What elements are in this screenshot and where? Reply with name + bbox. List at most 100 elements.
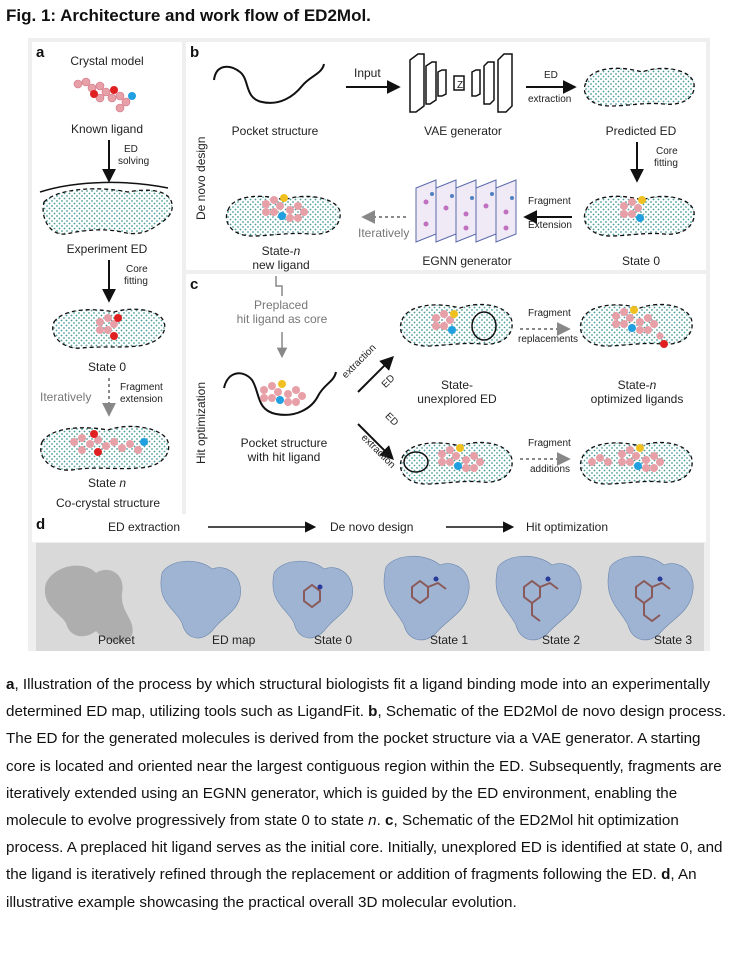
state0-b-blob [583,195,695,237]
arrow-fragment-extension-b [523,210,572,224]
frag-ext-a-label-2: extension [120,394,163,405]
arrow-ed-solving [102,140,116,183]
experiment-ed-label: Experiment ED [66,242,148,256]
panel-a: a Crystal model Known ligand ED solving … [32,42,182,538]
d-image-label-state0: State 0 [314,633,353,647]
unexplored-ed-label-1: State- [440,378,473,392]
pocket-structure-b-label: Pocket structure [231,124,319,138]
state-n-a-label: State n [52,476,162,490]
optimized-prefix: State- [617,378,650,392]
ed-solving-label-1: ED [124,144,138,155]
vae-generator-label: VAE generator [424,124,502,138]
state-n-b-prefix: State- [261,244,294,258]
state-n-b-italic: n [293,244,301,258]
ed-solving-label-2: solving [118,156,150,167]
de-novo-side-label: De novo design [194,136,208,220]
arrow-iterative-b [361,210,406,224]
optimized-ligand-lower-blob [579,441,693,485]
predicted-ed-blob [583,67,695,107]
figure: a Crystal model Known ligand ED solving … [28,38,710,651]
arrow-ed-extraction-b [526,80,577,94]
core-fitting-b-label-2: fitting [654,158,678,169]
known-ligand-molecule [73,77,136,113]
arrow-core-fitting-a [102,260,116,303]
d-image-label-pocket: Pocket [98,633,135,647]
panel-c: c Hit optimization Preplaced hit ligand … [186,274,706,538]
state-n-a-prefix: State [87,476,120,490]
caption-c-text: , Schematic of the ED2Mol hit optimizati… [6,812,723,884]
caption-b-end: . [376,812,386,830]
flow-de-novo: De novo design [330,520,414,534]
flow-hit-optimization: Hit optimization [526,520,609,534]
unexplored-ed-label-2: unexplored ED [417,392,497,406]
caption-b-text: , Schematic of the ED2Mol de novo design… [6,703,727,830]
ed-extraction-b-label-2: extraction [528,94,572,105]
figure-caption: a, Illustration of the process by which … [6,671,732,916]
panel-b-label: b [190,44,200,61]
arrow-iterative-a [102,378,116,417]
unexplored-ed-blob [399,303,513,347]
panel-a-label: a [36,44,45,61]
pocket-with-hit-ligand [223,371,337,416]
arrow-ed-extraction-lower [357,423,394,460]
z-latent-label: Z [457,80,464,91]
arrow-flow-1 [208,521,317,533]
arrow-input [346,80,401,94]
d-image-label-state3: State 3 [654,633,693,647]
panel-b: b De novo design Pocket structure Input … [186,42,706,272]
d-image-label-state1: State 1 [430,633,469,647]
cocrystal-label: Co-crystal structure [55,496,161,510]
hit-optimization-side-label: Hit optimization [194,381,208,464]
caption-c-label: c [385,812,394,830]
panel-d-label: d [36,516,46,533]
preplaced-connector [275,276,288,359]
preplaced-label-2: hit ligand as core [236,312,328,326]
state-n-b-label-2: new ligand [252,258,310,272]
d-image-label-ed-map: ED map [212,633,256,647]
molecular-render-strip [44,555,694,643]
caption-a-label: a [6,676,15,693]
arrow-fragment-replacements [520,322,571,336]
caption-a-text: , Illustration of the process by which s… [6,676,711,721]
caption-d-label: d [661,866,671,884]
core-fitting-b-label-1: Core [656,146,678,157]
panel-d-image-strip: Pocket ED map State 0 State 1 State 2 St… [36,543,704,651]
frag-add-label-2: additions [530,464,571,475]
caption-d-text: , An illustrative example showcasing the… [6,866,697,911]
ed-extraction-b-label-1: ED [544,70,558,81]
pocket-structure-b [213,63,325,104]
optimized-ligands-label-1: State-n [582,378,692,392]
state0-a-blob [52,308,166,349]
input-label: Input [354,66,381,80]
pocket-with-hit-label-2: with hit ligand [247,450,321,464]
state0-a-label: State 0 [87,360,127,374]
frag-ext-b-label-1: Fragment [528,196,571,207]
preplaced-label-1: Preplaced [253,298,309,312]
state-n-a-italic: n [119,476,127,490]
caption-b-label: b [368,703,378,721]
core-fitting-a-label-1: Core [126,264,148,275]
iteratively-a-label: Iteratively [40,390,92,404]
state-n-b-label-1: State-n [226,244,336,258]
optimized-italic: n [649,378,657,392]
pocket-with-hit-label-1: Pocket structure [240,436,328,450]
flow-ed-extraction: ED extraction [108,520,181,534]
panel-d-header: d ED extraction De novo design Hit optim… [32,514,706,542]
arrow-flow-2 [446,521,515,533]
frag-repl-label-1: Fragment [528,308,571,319]
panel-c-label: c [190,276,199,293]
state0-b-label: State 0 [621,254,661,268]
frag-ext-b-label-2: Extension [528,220,572,231]
iteratively-b-label: Iteratively [358,226,410,240]
caption-b-italic: n [368,812,377,830]
known-ligand-label: Known ligand [70,122,144,136]
arrow-core-fitting-b [630,142,644,183]
optimized-ligand-upper-blob [579,303,693,348]
d-image-label-state2: State 2 [542,633,581,647]
vae-generator-shape [409,53,513,113]
state-n-a-blob [40,425,170,471]
predicted-ed-label: Predicted ED [605,124,677,138]
core-fitting-a-label-2: fitting [124,276,148,287]
egnn-generator-shape [415,179,517,243]
crystal-model-label: Crystal model [70,54,144,68]
